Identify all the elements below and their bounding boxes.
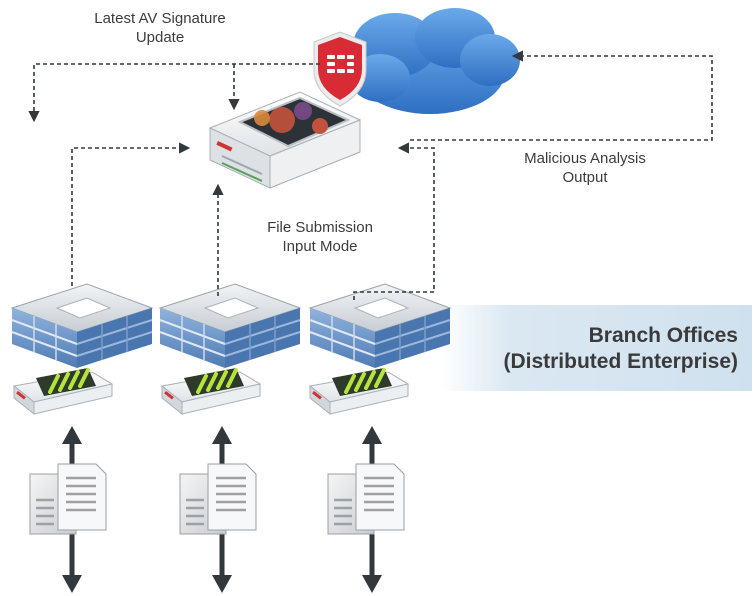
- malicious-output-arrow: [410, 50, 713, 141]
- av-label-line-2: Update: [135, 29, 185, 46]
- firewall-appliance-icon-3: [308, 366, 410, 416]
- banner-subtitle: (Distributed Enterprise): [503, 350, 738, 373]
- branch-building-icon-3: [309, 283, 451, 369]
- firewall-appliance-icon-1: [12, 366, 114, 416]
- branch1-submission-arrow: [71, 142, 191, 286]
- firewall-appliance-icon-2: [160, 366, 262, 416]
- branch-building-icon-1: [11, 283, 153, 369]
- mal-label-line-1: Malicious Analysis: [524, 150, 646, 167]
- branch3-submission-arrow: [353, 142, 435, 300]
- flow-arrows: [28, 50, 713, 300]
- av-signature-update-label: Latest AV Signature Update: [40, 9, 280, 47]
- branch-offices-banner: Branch Offices (Distributed Enterprise): [440, 305, 752, 391]
- av-update-to-branches-arrow: [28, 63, 320, 123]
- mal-label-line-2: Output: [562, 169, 608, 186]
- file-label-line-1: File Submission: [267, 219, 373, 236]
- shield-icon: [313, 31, 367, 107]
- cloud-icon: [350, 8, 520, 114]
- malicious-analysis-label: Malicious Analysis Output: [470, 149, 700, 187]
- sandbox-appliance-icon: [208, 91, 362, 189]
- file-submission-label: File Submission Input Mode: [220, 218, 420, 256]
- documents-icon-3: [326, 462, 406, 536]
- banner-title: Branch Offices: [588, 324, 738, 347]
- branch-offices-label: Branch Offices (Distributed Enterprise): [503, 323, 738, 375]
- branch-building-icon-2: [159, 283, 301, 369]
- documents-icon-1: [28, 462, 108, 536]
- av-label-line-1: Latest AV Signature: [94, 10, 226, 27]
- file-label-line-2: Input Mode: [282, 238, 358, 255]
- documents-icon-2: [178, 462, 258, 536]
